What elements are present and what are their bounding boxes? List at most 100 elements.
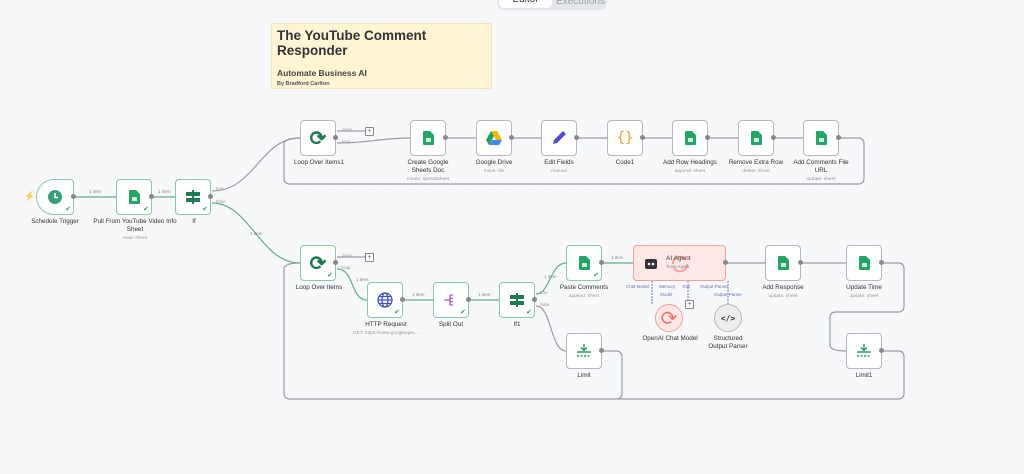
- trigger-bolt-icon: ⚡: [24, 191, 36, 201]
- output-port[interactable]: [208, 194, 213, 199]
- output-port[interactable]: [640, 135, 645, 140]
- node-subtitle: append: sheet: [568, 293, 600, 299]
- output-port[interactable]: [599, 260, 604, 265]
- google-sheets-icon: [858, 256, 870, 270]
- node-loop-over-items1[interactable]: ⟳: [300, 120, 338, 156]
- node-code1[interactable]: {}: [607, 120, 645, 156]
- output-port[interactable]: [574, 135, 579, 140]
- node-label: Add Row Headings: [663, 159, 717, 166]
- node-update-time[interactable]: [846, 245, 884, 281]
- node-label: Update Time: [846, 284, 882, 291]
- output-port[interactable]: [532, 297, 537, 302]
- edge-label: 1 item: [158, 189, 171, 194]
- output-port[interactable]: [333, 260, 338, 265]
- node-label: Pull From YouTube Video Info Sheet: [93, 218, 177, 233]
- output-port[interactable]: [333, 135, 338, 140]
- add-node-button[interactable]: +: [365, 253, 374, 262]
- port-label-true: true: [540, 290, 548, 295]
- output-port[interactable]: [149, 194, 154, 199]
- signpost-icon: [510, 293, 524, 307]
- add-tool-button[interactable]: +: [685, 300, 694, 309]
- add-node-button[interactable]: +: [365, 127, 374, 136]
- port-label-done: done: [342, 127, 353, 132]
- output-port[interactable]: [771, 135, 776, 140]
- split-icon: [444, 294, 453, 306]
- port-label-loop: loop: [342, 265, 351, 270]
- node-subtitle: update: sheet: [768, 293, 798, 299]
- loop-icon: ⟳: [309, 252, 327, 275]
- node-add-row-headings[interactable]: [672, 120, 710, 156]
- ai-subport-output-parser: Output Parser: [714, 292, 743, 297]
- edge-label: 1 item: [544, 274, 557, 279]
- port-label-false: false: [216, 199, 226, 204]
- output-port[interactable]: [400, 297, 405, 302]
- output-port[interactable]: [798, 260, 803, 265]
- node-subtitle: GET: https://www.googleapis....: [352, 330, 420, 336]
- node-create-google-sheets-doc[interactable]: [410, 120, 448, 156]
- node-label: Create Google Sheets Doc: [407, 159, 449, 174]
- node-if[interactable]: ✔: [175, 179, 213, 215]
- node-label: Remove Extra Row: [728, 159, 784, 166]
- node-label: OpenAI Chat Model: [642, 335, 698, 342]
- node-label: Split Out: [438, 321, 464, 328]
- google-sheets-icon: [684, 131, 696, 145]
- output-port[interactable]: [723, 260, 728, 265]
- view-tabs: Editor Executions: [497, 0, 607, 10]
- node-openai-chat-model[interactable]: ⟳: [655, 304, 683, 332]
- node-split-out[interactable]: ✔: [433, 282, 471, 318]
- node-loop-over-items[interactable]: ⟳✔: [300, 245, 338, 281]
- sticky-subtitle: Automate Business AI: [277, 68, 367, 78]
- sticky-author: By Bradford Carlton: [277, 81, 330, 87]
- port-label-false: false: [540, 302, 550, 307]
- google-sheets-icon: [128, 190, 140, 204]
- output-port[interactable]: [443, 135, 448, 140]
- tab-executions[interactable]: Executions: [556, 0, 605, 7]
- node-add-response[interactable]: [765, 245, 803, 281]
- node-subtitle: delete: sheet: [742, 168, 770, 174]
- node-schedule-trigger[interactable]: ✔: [36, 179, 76, 215]
- google-sheets-icon: [815, 131, 827, 145]
- node-label: Edit Fields: [544, 159, 574, 166]
- edge-label: 1 item: [89, 189, 102, 194]
- node-label: Structured Output Parser: [708, 335, 748, 350]
- edge-label: 1 item: [250, 231, 263, 236]
- node-paste-comments[interactable]: ✔: [566, 245, 604, 281]
- signpost-icon: [186, 190, 200, 204]
- port-label-done: done: [342, 253, 353, 258]
- node-edit-fields[interactable]: [541, 120, 579, 156]
- node-pull-from-youtube[interactable]: ✔: [116, 179, 154, 215]
- tab-editor[interactable]: Editor: [499, 0, 552, 8]
- ai-port-chat-model: Chat Model: [626, 284, 650, 289]
- output-port[interactable]: [836, 135, 841, 140]
- sticky-note[interactable]: The YouTube Comment Responder Automate B…: [271, 23, 492, 89]
- code-braces-icon: {}: [616, 130, 634, 146]
- node-google-drive[interactable]: [476, 120, 514, 156]
- google-sheets-icon: [578, 256, 590, 270]
- node-remove-extra-row[interactable]: [738, 120, 776, 156]
- node-label: Google Drive: [475, 159, 513, 166]
- node-http-request[interactable]: ✔: [367, 282, 405, 318]
- node-if1[interactable]: ✔: [499, 282, 537, 318]
- node-subtitle: append: sheet: [674, 168, 706, 174]
- clock-icon: [48, 190, 62, 204]
- output-port[interactable]: [71, 194, 76, 199]
- output-port[interactable]: [705, 135, 710, 140]
- node-subtitle: manual: [551, 168, 567, 174]
- output-port[interactable]: [509, 135, 514, 140]
- node-limit1[interactable]: [846, 333, 884, 369]
- limit-icon: [577, 344, 591, 357]
- output-port[interactable]: [879, 260, 884, 265]
- node-label: Paste Comments: [559, 284, 609, 291]
- output-port[interactable]: [879, 348, 884, 353]
- node-label: If: [192, 218, 196, 225]
- node-add-comments-file-url[interactable]: [803, 120, 841, 156]
- node-subtitle: move: file: [483, 168, 505, 174]
- output-port[interactable]: [466, 297, 471, 302]
- globe-icon: [377, 292, 393, 308]
- node-structured-output-parser[interactable]: </>: [714, 304, 742, 332]
- node-limit[interactable]: [566, 333, 604, 369]
- node-label: HTTP Request: [365, 321, 407, 328]
- output-port[interactable]: [599, 348, 604, 353]
- google-drive-icon: [486, 131, 502, 145]
